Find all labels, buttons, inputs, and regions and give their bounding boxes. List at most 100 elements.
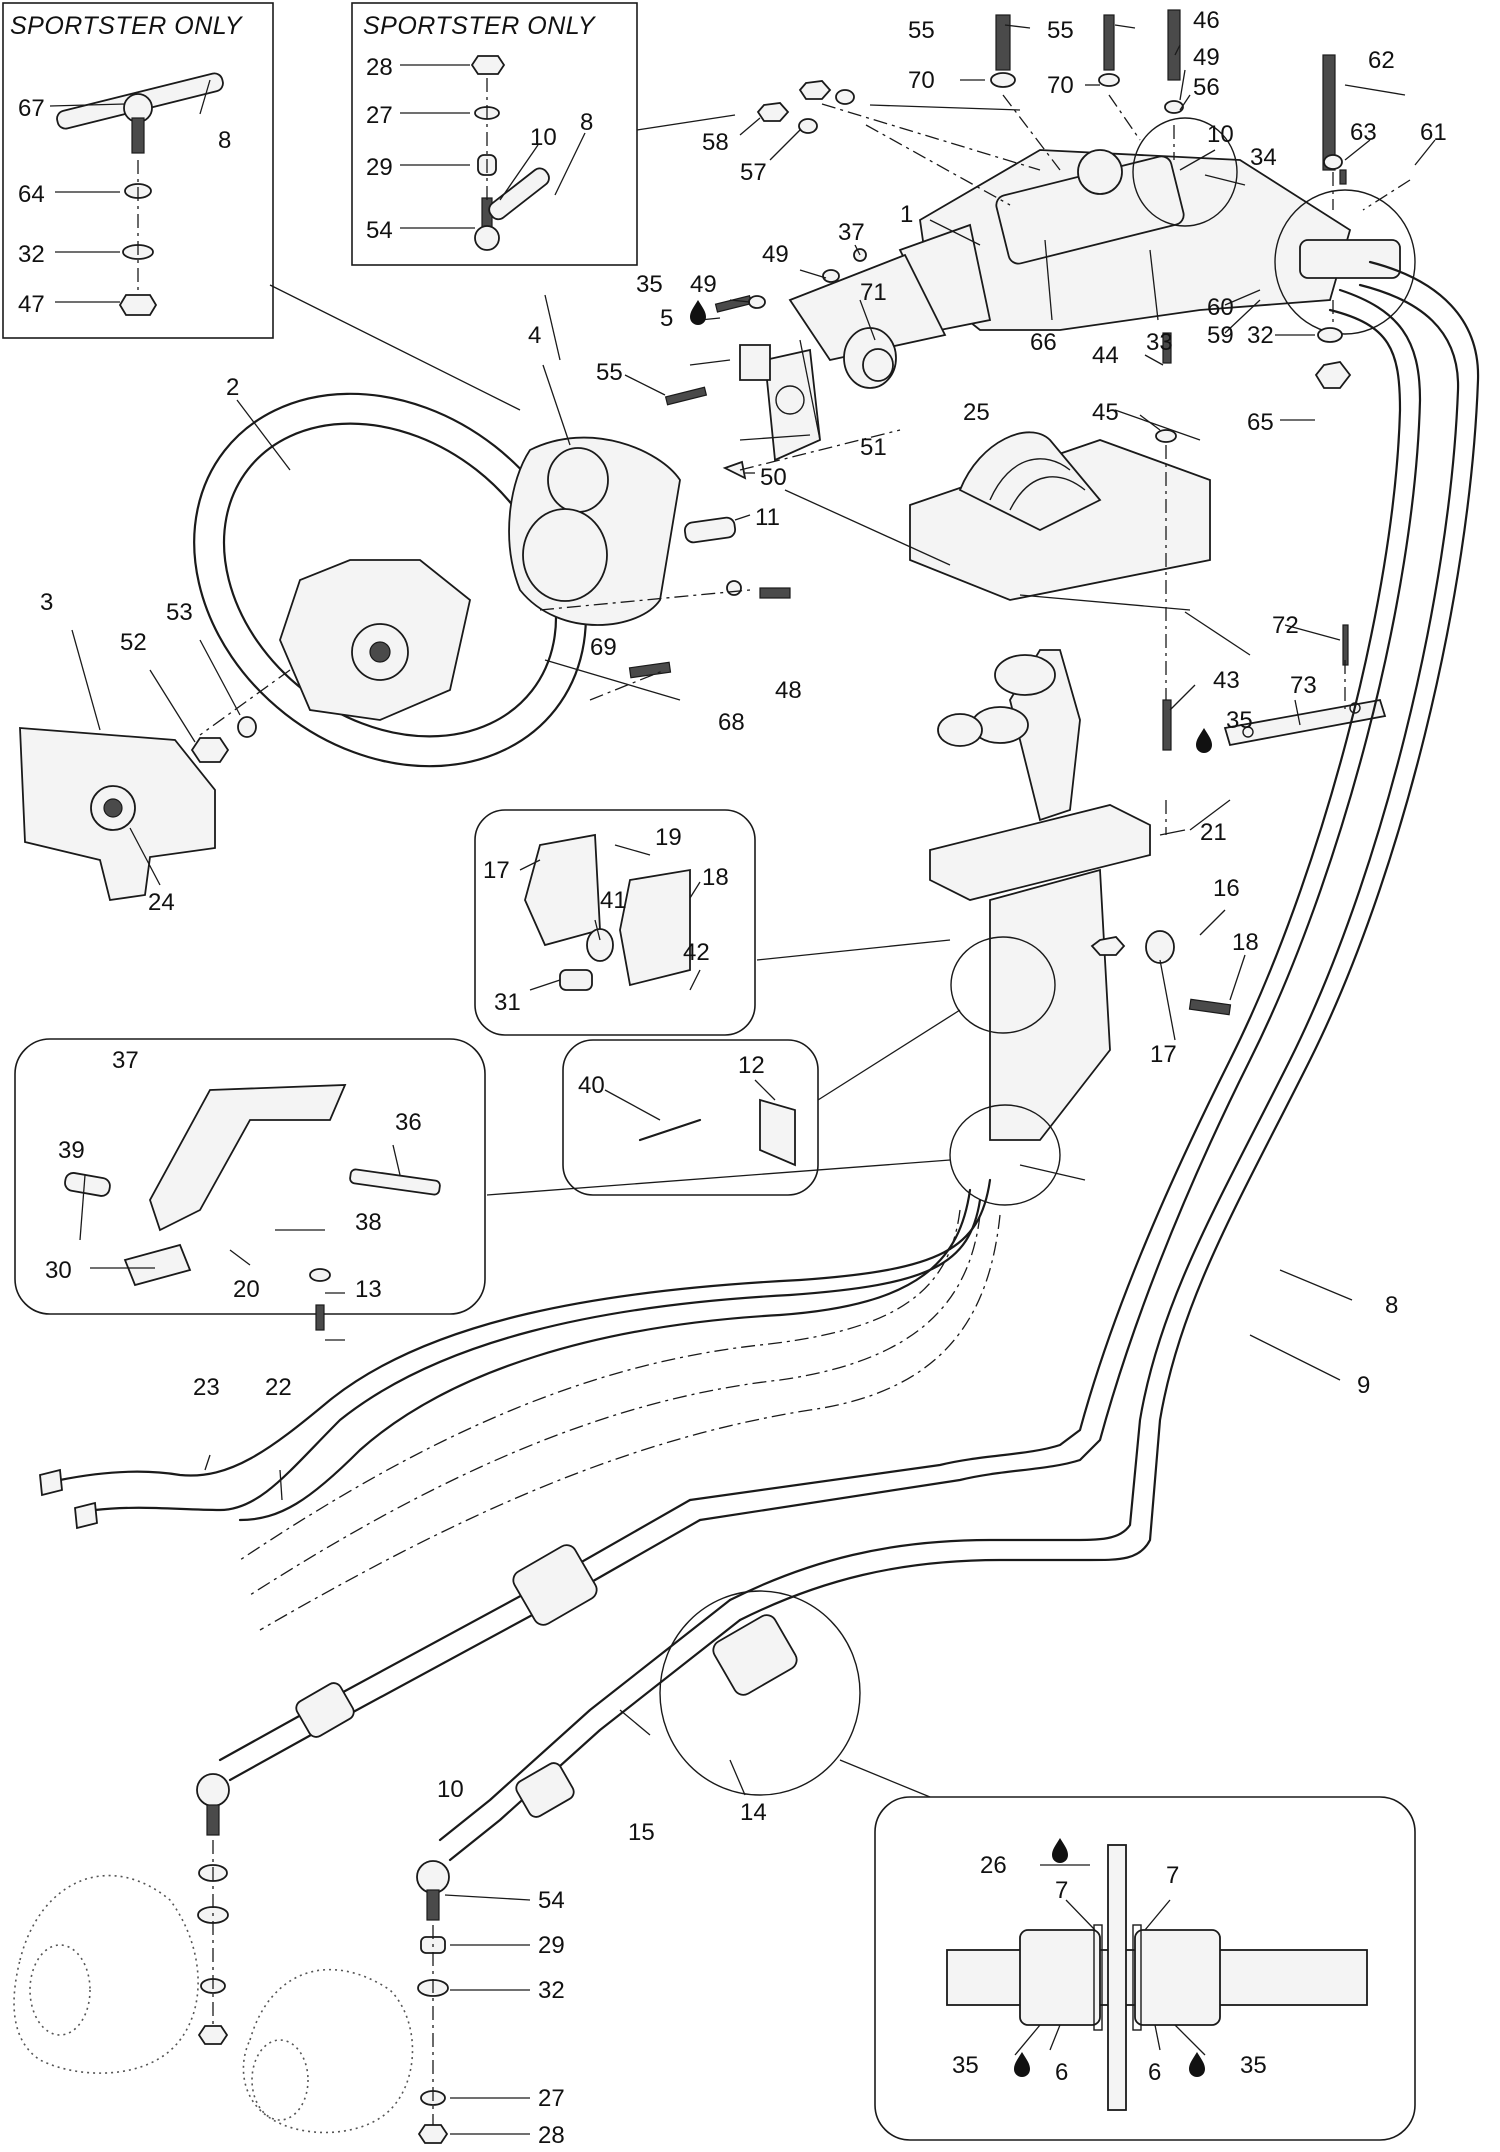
callout-7: 7 xyxy=(1055,1877,1068,1904)
callout-5: 5 xyxy=(660,305,673,332)
callout-25: 25 xyxy=(963,399,990,426)
engine-outline-ghost xyxy=(13,1874,414,2134)
inset-bulkhead-fitting xyxy=(839,1759,1416,2141)
callout-56: 56 xyxy=(1193,74,1220,101)
callout-57: 57 xyxy=(740,159,767,186)
callout-35: 35 xyxy=(952,2052,979,2079)
callout-70: 70 xyxy=(1047,72,1074,99)
callout-24: 24 xyxy=(148,889,175,916)
callout-65: 65 xyxy=(1247,409,1274,436)
callout-36: 36 xyxy=(395,1109,422,1136)
callout-18: 18 xyxy=(702,864,729,891)
callout-73: 73 xyxy=(1290,672,1317,699)
callout-67: 67 xyxy=(18,95,45,122)
callout-71: 71 xyxy=(860,279,887,306)
callout-12: 12 xyxy=(738,1052,765,1079)
inset-right-title: SPORTSTER ONLY xyxy=(363,12,597,40)
callout-50: 50 xyxy=(760,464,787,491)
callout-35: 35 xyxy=(1226,707,1253,734)
callout-60: 60 xyxy=(1207,294,1234,321)
callout-32: 32 xyxy=(18,241,45,268)
callout-4: 4 xyxy=(528,322,541,349)
callout-66: 66 xyxy=(1030,329,1057,356)
throttle-shifter xyxy=(929,649,1151,1206)
callout-17: 17 xyxy=(483,857,510,884)
callout-7: 7 xyxy=(1166,1862,1179,1889)
callout-13: 13 xyxy=(355,1276,382,1303)
callout-35: 35 xyxy=(636,271,663,298)
callout-15: 15 xyxy=(628,1819,655,1846)
callout-35: 35 xyxy=(1240,2052,1267,2079)
callout-48: 48 xyxy=(775,677,802,704)
callout-21: 21 xyxy=(1200,819,1227,846)
cable-9 xyxy=(688,288,1422,1522)
callout-49: 49 xyxy=(762,241,789,268)
callout-47: 47 xyxy=(18,291,45,318)
callout-16: 16 xyxy=(1213,875,1240,902)
callout-29: 29 xyxy=(538,1932,565,1959)
callout-40: 40 xyxy=(578,1072,605,1099)
callout-44: 44 xyxy=(1092,342,1119,369)
callout-37: 37 xyxy=(112,1047,139,1074)
callout-leaders xyxy=(49,24,1436,2135)
callout-23: 23 xyxy=(193,1374,220,1401)
callout-28: 28 xyxy=(538,2122,565,2149)
callout-27: 27 xyxy=(538,2085,565,2112)
callout-10: 10 xyxy=(530,124,557,151)
callout-labels: 67 8 64 32 47 28 27 29 54 10 8 55 70 55 … xyxy=(18,7,1447,2149)
callout-30: 30 xyxy=(45,1257,72,1284)
callout-61: 61 xyxy=(1420,119,1447,146)
callout-49: 49 xyxy=(690,271,717,298)
callout-69: 69 xyxy=(590,634,617,661)
cable-end-right xyxy=(416,1590,861,2144)
callout-18: 18 xyxy=(1232,929,1259,956)
center-pad xyxy=(19,716,257,902)
callout-43: 43 xyxy=(1213,667,1240,694)
callout-58: 58 xyxy=(702,129,729,156)
callout-55: 55 xyxy=(596,359,623,386)
callout-27: 27 xyxy=(366,102,393,129)
callout-32: 32 xyxy=(1247,322,1274,349)
callout-59: 59 xyxy=(1207,322,1234,349)
inset-bracket-20 xyxy=(14,1038,486,1331)
callout-6: 6 xyxy=(1148,2059,1161,2086)
callout-10: 10 xyxy=(437,1776,464,1803)
callout-8: 8 xyxy=(1385,1292,1398,1319)
callout-8: 8 xyxy=(218,127,231,154)
callout-10: 10 xyxy=(1207,121,1234,148)
callout-53: 53 xyxy=(166,599,193,626)
trim-plate xyxy=(1223,698,1387,747)
steering-wheel xyxy=(193,392,587,768)
callout-3: 3 xyxy=(40,589,53,616)
callout-54: 54 xyxy=(538,1887,565,1914)
assembly-leaders xyxy=(199,94,1411,1196)
callout-26: 26 xyxy=(980,1852,1007,1879)
callout-55: 55 xyxy=(908,17,935,44)
cables-22-23 xyxy=(39,1178,1001,1631)
callout-51: 51 xyxy=(860,434,887,461)
lower-hardware xyxy=(1090,624,1349,1016)
inset-left-title: SPORTSTER ONLY xyxy=(10,12,244,40)
callout-22: 22 xyxy=(265,1374,292,1401)
callout-6: 6 xyxy=(1055,2059,1068,2086)
callout-62: 62 xyxy=(1368,47,1395,74)
callout-29: 29 xyxy=(366,154,393,181)
callout-52: 52 xyxy=(120,629,147,656)
mounting-flange xyxy=(739,344,821,462)
callout-37: 37 xyxy=(838,219,865,246)
inset-right: SPORTSTER ONLY xyxy=(351,2,638,266)
callout-55: 55 xyxy=(1047,17,1074,44)
callout-64: 64 xyxy=(18,181,45,208)
callout-70: 70 xyxy=(908,67,935,94)
inset-bracket-19 xyxy=(474,809,756,1036)
callout-42: 42 xyxy=(683,939,710,966)
callout-8: 8 xyxy=(580,109,593,136)
callout-14: 14 xyxy=(740,1799,767,1826)
callout-41: 41 xyxy=(600,887,627,914)
callout-32: 32 xyxy=(538,1977,565,2004)
callout-20: 20 xyxy=(233,1276,260,1303)
callout-54: 54 xyxy=(366,217,393,244)
inset-clip-12 xyxy=(562,1039,819,1196)
callout-46: 46 xyxy=(1193,7,1220,34)
